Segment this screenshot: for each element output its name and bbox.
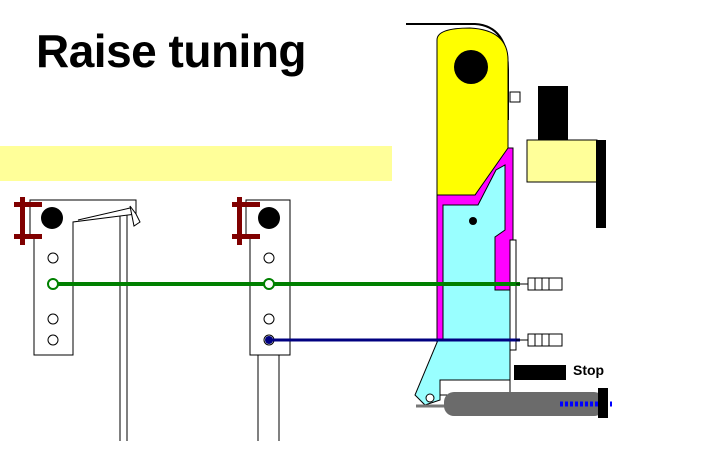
pulley-icon	[41, 207, 63, 229]
screw-icon	[516, 277, 563, 291]
pulley-icon	[258, 207, 280, 229]
stop-block	[514, 365, 566, 380]
stop-label: Stop	[573, 362, 605, 378]
tuning-block	[526, 86, 606, 228]
changer-assembly	[406, 23, 521, 406]
screw-icon	[516, 333, 563, 347]
pivot-icon	[454, 50, 488, 84]
middle-bracket	[232, 197, 291, 441]
bottom-cylinder	[416, 388, 612, 418]
left-bracket	[14, 197, 141, 441]
pin-top	[14, 202, 42, 207]
diagram-title: Raise tuning	[36, 25, 307, 77]
pale-yellow-bar	[0, 146, 392, 181]
pin-bottom	[14, 234, 42, 239]
